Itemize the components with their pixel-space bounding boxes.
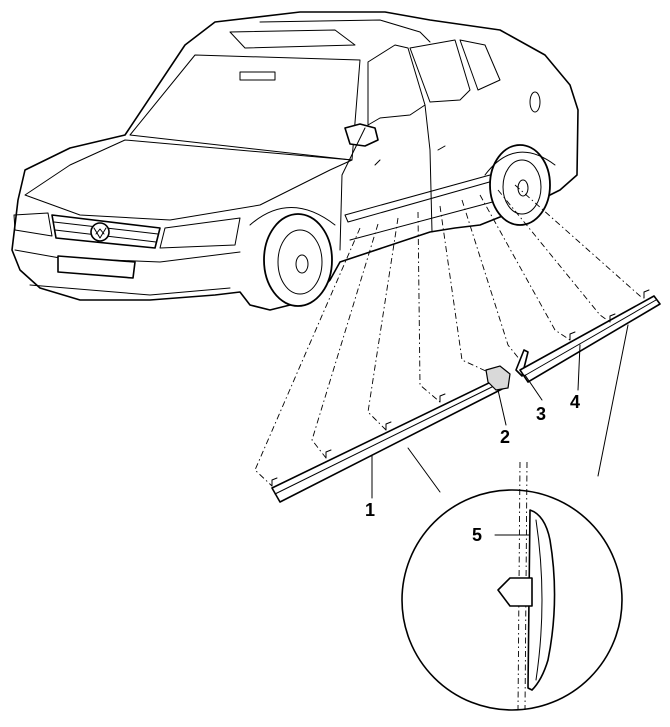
molding-clip: [515, 349, 529, 377]
front-molding-edge: [274, 382, 501, 495]
left-headlight: [13, 212, 53, 237]
callout-3: 3: [536, 404, 546, 424]
car-illustration: [11, 11, 579, 311]
molding-cross-section: [527, 509, 556, 691]
detail-circle: [401, 489, 623, 711]
hood: [24, 139, 353, 221]
rear-wheel-arch: [484, 151, 556, 176]
lower-bumper: [29, 284, 231, 296]
rear-door-molding: [519, 289, 661, 383]
front-bumper: [14, 249, 241, 263]
rear-mirror: [239, 71, 276, 81]
callout-1: 1: [365, 500, 375, 520]
rear-molding-edge: [523, 299, 657, 377]
front-door-line: [339, 127, 366, 251]
door-handles: [374, 145, 446, 166]
front-molding-body: [271, 379, 509, 503]
detail-link-left: [407, 447, 441, 493]
molding-end-cap: [485, 365, 511, 391]
fuel-door: [529, 91, 541, 113]
rear-side-window: [409, 39, 471, 103]
right-headlight: [159, 217, 241, 249]
rear-molding-clips: [569, 289, 650, 341]
clip-pin: [497, 577, 533, 607]
roof-line: [259, 19, 431, 43]
molding-section-inner: [535, 519, 543, 681]
callout-4: 4: [570, 392, 580, 412]
front-wheel: [263, 213, 333, 307]
front-molding-clips: [271, 393, 446, 487]
front-door-molding: [271, 379, 509, 503]
callout-5: 5: [472, 525, 482, 545]
rear-door-line: [424, 104, 433, 233]
detail-view: [401, 324, 629, 711]
rear-wheel: [489, 144, 551, 226]
rear-molding-body: [519, 295, 661, 383]
callout-2: 2: [500, 427, 510, 447]
detail-link-right: [597, 324, 629, 477]
front-wheel-arch: [249, 207, 336, 226]
front-side-window: [367, 44, 426, 126]
license-plate: [57, 255, 136, 279]
projection-lines: [254, 184, 645, 487]
vw-logo-emblem: [90, 222, 110, 242]
windshield: [129, 54, 361, 161]
quarter-window: [459, 39, 501, 91]
sunroof: [229, 29, 356, 49]
car-side-molding: [344, 174, 494, 223]
vw-logo-mark: [93, 227, 107, 239]
